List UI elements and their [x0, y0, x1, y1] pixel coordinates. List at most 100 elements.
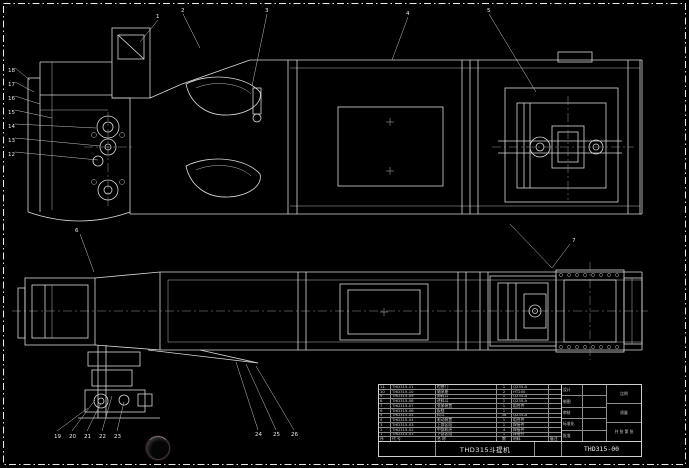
parts-cell: 1	[497, 385, 512, 389]
parts-header-row: 序代 号名 称数材料备注	[379, 437, 561, 441]
parts-cell: 1	[497, 418, 512, 422]
sign-label: 标准化	[562, 419, 583, 430]
parts-cell: Q235-A	[512, 399, 549, 403]
callout-top-5: 5	[487, 8, 491, 14]
parts-cell: 3	[379, 423, 391, 427]
elevation-view	[27, 27, 643, 222]
parts-cell: 备注	[550, 437, 558, 441]
parts-cell	[549, 385, 561, 389]
parts-cell: 焊接件	[512, 423, 549, 427]
parts-cell: 材料	[512, 437, 549, 441]
parts-cell	[549, 414, 561, 418]
parts-cell: 38	[497, 413, 512, 418]
parts-cell: 6	[379, 408, 391, 413]
title-strip: THD315斗提机 THD315-00	[379, 441, 641, 456]
parts-cell: Q235-A	[512, 413, 549, 418]
parts-cell: THD315-03	[391, 423, 436, 427]
bolted-flange	[555, 262, 643, 360]
parts-cell: 进料斗	[436, 399, 497, 403]
info-cell: 质量	[607, 404, 641, 423]
callout-plan_right-1: 7	[572, 238, 576, 244]
sign-label: 设计	[562, 385, 583, 396]
boot-section	[17, 277, 96, 346]
callout-top-3: 3	[265, 8, 269, 14]
parts-cell: 组合件	[512, 404, 549, 408]
parts-cell: THD315-08	[391, 399, 436, 403]
parts-cell: 1	[497, 432, 512, 437]
parts-cell: 序	[379, 437, 391, 441]
sign-blank	[583, 408, 606, 418]
parts-cell: THD315-01	[391, 432, 436, 437]
drive-assembly	[492, 51, 641, 214]
parts-cell: 料斗	[436, 413, 497, 418]
callout-bottom_left-2: 20	[69, 434, 76, 440]
parts-cell: 1	[497, 394, 512, 399]
parts-cell: 8	[379, 399, 391, 403]
parts-cell: 1	[497, 408, 512, 413]
parts-cell: 轴承座	[436, 389, 497, 394]
callout-left-3: 16	[8, 96, 15, 102]
parts-cell: 4	[497, 427, 512, 432]
parts-cell	[549, 428, 561, 432]
sign-row: 设计	[562, 385, 606, 397]
parts-cell	[549, 399, 561, 403]
sign-row: 制图	[562, 396, 606, 408]
sign-row: 批准	[562, 430, 606, 442]
parts-cell	[549, 404, 561, 408]
ink-stamp	[146, 436, 170, 460]
parts-cell	[549, 418, 561, 422]
callout-left-6: 13	[8, 138, 15, 144]
callout-left-7: 12	[8, 152, 15, 158]
plan-view	[12, 262, 648, 419]
parts-cell: 卸料口	[436, 394, 497, 399]
parts-cell: THD315-07	[391, 404, 436, 408]
parts-cell	[549, 423, 561, 427]
callout-bottom_left-4: 22	[99, 434, 106, 440]
info-cell: 比例	[607, 385, 641, 404]
inspection-panel-plan	[339, 283, 429, 341]
parts-cell	[512, 408, 549, 413]
parts-cell: 2	[497, 389, 512, 394]
parts-cell: THD315-05	[391, 413, 436, 418]
callout-bottom_left-3: 21	[84, 434, 91, 440]
parts-cell: 板链	[436, 408, 497, 413]
parts-cell: Q235-A	[512, 385, 549, 389]
parts-cell	[549, 395, 561, 399]
callout-bottom_mid-1: 24	[255, 432, 262, 438]
sign-row: 标准化	[562, 419, 606, 431]
discharge-chute	[147, 349, 259, 364]
sign-label: 制图	[562, 396, 583, 407]
tensioning-mechanism	[78, 345, 160, 419]
parts-cell: THD315-04	[391, 418, 436, 422]
sign-blank	[583, 385, 606, 395]
sign-row: 审核	[562, 407, 606, 420]
middle-casing	[130, 59, 643, 215]
parts-cell: 11	[379, 385, 391, 389]
inspection-panel	[337, 106, 444, 187]
callout-left-4: 15	[8, 110, 15, 116]
title-block-fields: 设计制图审核标准化批准 比例质量共 张 第 张	[562, 385, 641, 442]
parts-cell: 1	[379, 432, 391, 437]
parts-cell: 1	[497, 404, 512, 408]
callout-bottom_left-5: 23	[114, 434, 121, 440]
callout-left-2: 17	[8, 82, 15, 88]
drawing-number: THD315-00	[583, 445, 620, 453]
callout-top-1: 1	[156, 14, 160, 20]
sign-label: 批准	[562, 430, 583, 442]
info-cell: 共 张 第 张	[614, 429, 634, 434]
callout-bottom_mid-2: 25	[273, 432, 280, 438]
parts-cell: THD315-11	[391, 385, 436, 389]
parts-cell: 9	[379, 394, 391, 399]
parts-cell: 5	[379, 413, 391, 418]
parts-cell: 组合件	[512, 418, 549, 422]
callout-top-4: 4	[406, 11, 410, 17]
